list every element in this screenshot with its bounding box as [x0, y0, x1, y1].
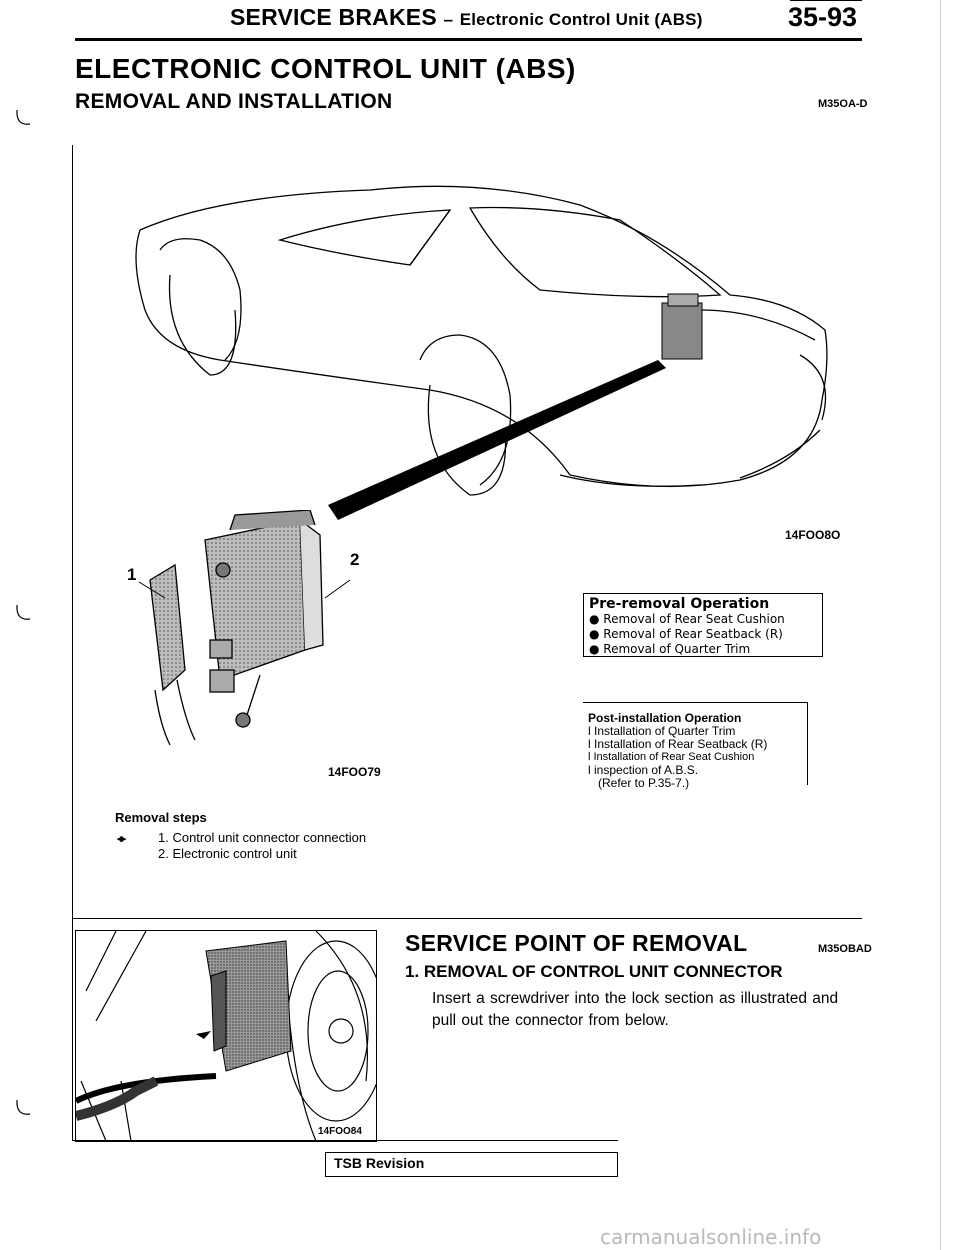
removal-step: 1. Control unit connector connection [158, 830, 367, 845]
binding-mark-icon [16, 1099, 31, 1115]
callout-leaders [138, 579, 351, 599]
figure-code-car: 14FOO8O [785, 528, 841, 542]
callout-1: 1 [127, 565, 137, 584]
binding-mark-icon [16, 109, 31, 125]
post-installation-item: l Installation of Rear Seat Cushion [588, 751, 755, 763]
service-point-title: SERVICE POINT OF REMOVAL [405, 930, 748, 956]
header-title: SERVICE BRAKES – Electronic Control Unit… [230, 4, 703, 31]
ecu-detail-illustration [149, 510, 324, 746]
removal-steps-title: Removal steps [115, 810, 207, 825]
figure-code-photo: 14FOO84 [318, 1126, 362, 1137]
car-illustration [135, 185, 828, 520]
binding-mark-icon [16, 604, 31, 620]
header-title-main: SERVICE BRAKES [230, 4, 437, 30]
section-code: M35OA-D [818, 98, 868, 110]
left-margin-rule [72, 145, 73, 1140]
service-point-body: Insert a screwdriver into the lock secti… [432, 990, 839, 1029]
pre-removal-item: ● Removal of Rear Seatback (R) [589, 627, 783, 641]
post-installation-heading: Post-installation Operation [588, 711, 742, 725]
callout-2: 2 [350, 550, 360, 569]
pre-removal-item: ● Removal of Quarter Trim [589, 642, 751, 656]
pre-removal-box: Pre-removal Operation ● Removal of Rear … [583, 593, 823, 657]
post-installation-box: Post-installation Operation l Installati… [583, 702, 808, 790]
removal-photo [74, 930, 387, 1142]
removal-step: 2. Electronic control unit [158, 846, 297, 861]
section-title: REMOVAL AND INSTALLATION [75, 90, 393, 113]
header-title-sub: Electronic Control Unit (ABS) [459, 10, 703, 29]
ecu-location-icon [661, 293, 703, 360]
header-title-separator: – [443, 10, 454, 29]
service-point-subtitle: 1. REMOVAL OF CONTROL UNIT CONNECTOR [405, 962, 783, 981]
post-installation-note: (Refer to P.35-7.) [598, 776, 690, 790]
header-rule [75, 38, 862, 41]
post-installation-item: l Installation of Quarter Trim [588, 724, 736, 738]
post-installation-item: l Installation of Rear Seatback (R) [588, 737, 768, 751]
service-point-code: M35OBAD [818, 943, 872, 955]
tsb-revision-box: TSB Revision [325, 1152, 618, 1177]
header-top-line [790, 0, 862, 1]
right-edge-rule [940, 0, 941, 1250]
service-point-marker-icon: ◂▸ [117, 833, 126, 845]
page-number: 35-93 [788, 2, 858, 32]
watermark-text: carmanualsonline.info [600, 1225, 822, 1249]
page-title: ELECTRONIC CONTROL UNIT (ABS) [75, 53, 576, 84]
pre-removal-heading: Pre-removal Operation [589, 596, 770, 612]
pre-removal-item: ● Removal of Rear Seat Cushion [589, 612, 785, 626]
screwdriver-photo-illustration [74, 930, 387, 1142]
post-installation-item: l inspection of A.B.S. [588, 763, 699, 777]
figure-code-unit: 14FOO79 [328, 765, 381, 779]
bottom-rule [72, 1140, 618, 1141]
section-divider [72, 918, 862, 919]
